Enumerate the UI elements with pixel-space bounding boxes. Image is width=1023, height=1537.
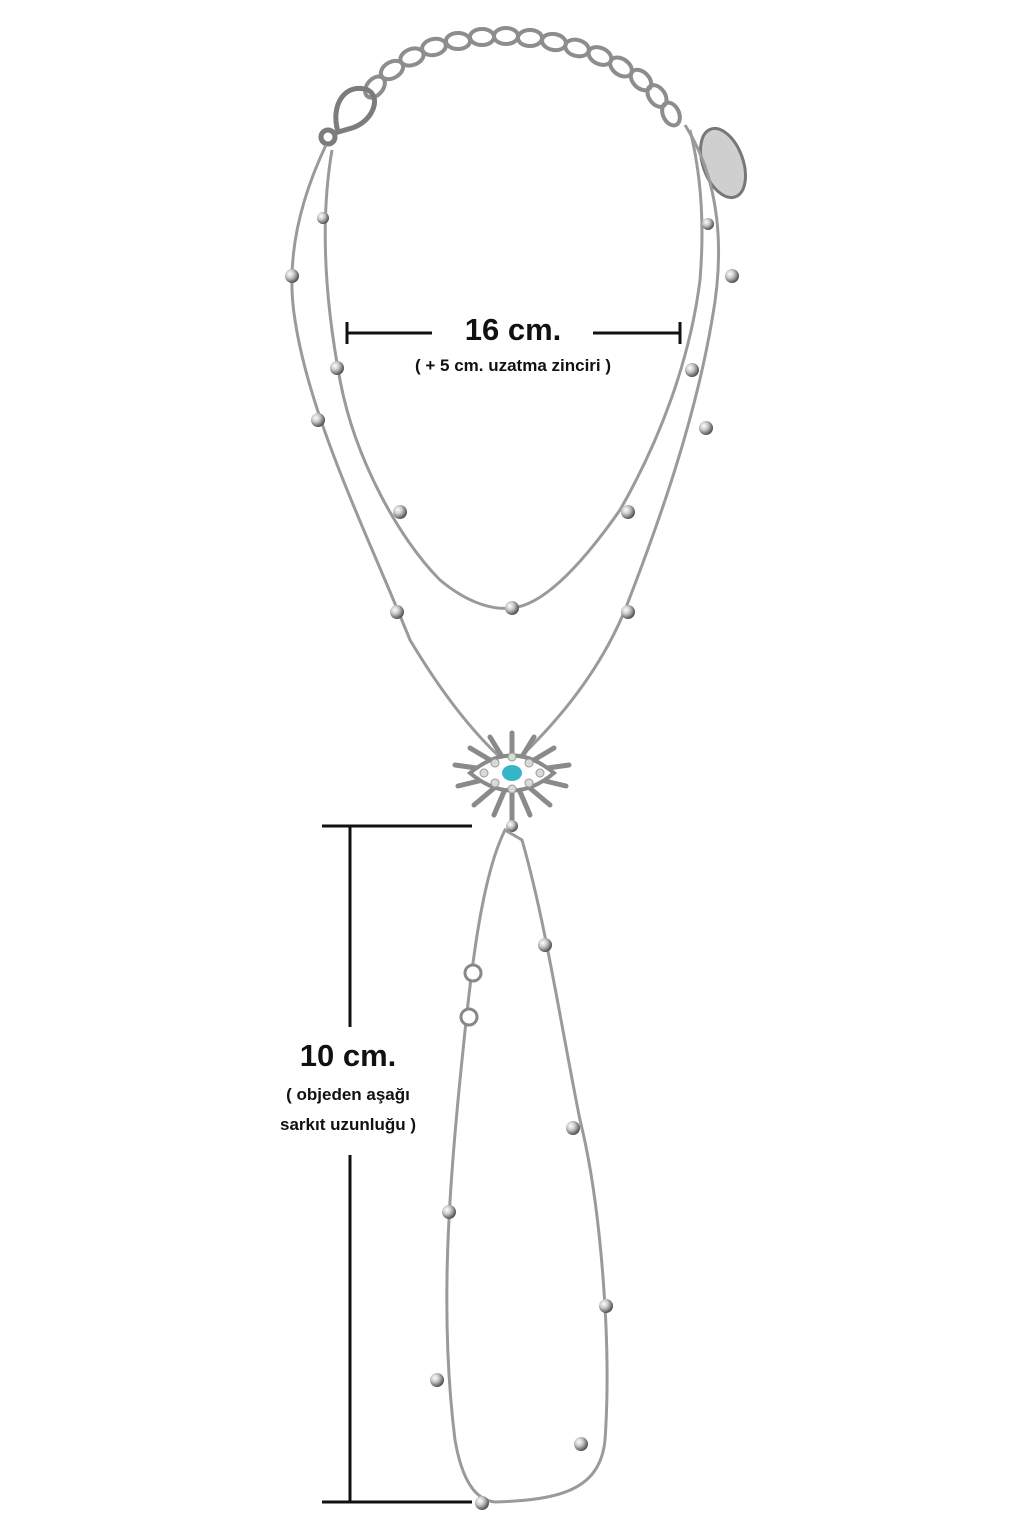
outer-chain (290, 124, 721, 764)
finger-loop-beads (430, 938, 613, 1510)
width-dimension-line (345, 322, 682, 344)
drop-dimension-line (322, 824, 472, 1504)
brand-tag (699, 126, 747, 200)
crystal-stones (459, 963, 483, 1027)
drop-measurement-note-line1: ( objeden aşağı (286, 1085, 410, 1104)
width-measurement-value: 16 cm. (464, 312, 562, 347)
lobster-clasp (318, 85, 377, 147)
upper-beads (285, 212, 739, 619)
drop-measurement-note-line2: sarkıt uzunluğu ) (280, 1115, 416, 1134)
width-measurement-note: ( + 5 cm. uzatma zinciri ) (414, 356, 612, 375)
extension-chain (363, 26, 682, 128)
evil-eye-charm (452, 730, 572, 832)
drop-measurement-value: 10 cm. (299, 1038, 397, 1073)
finger-loop-chain (445, 827, 609, 1504)
